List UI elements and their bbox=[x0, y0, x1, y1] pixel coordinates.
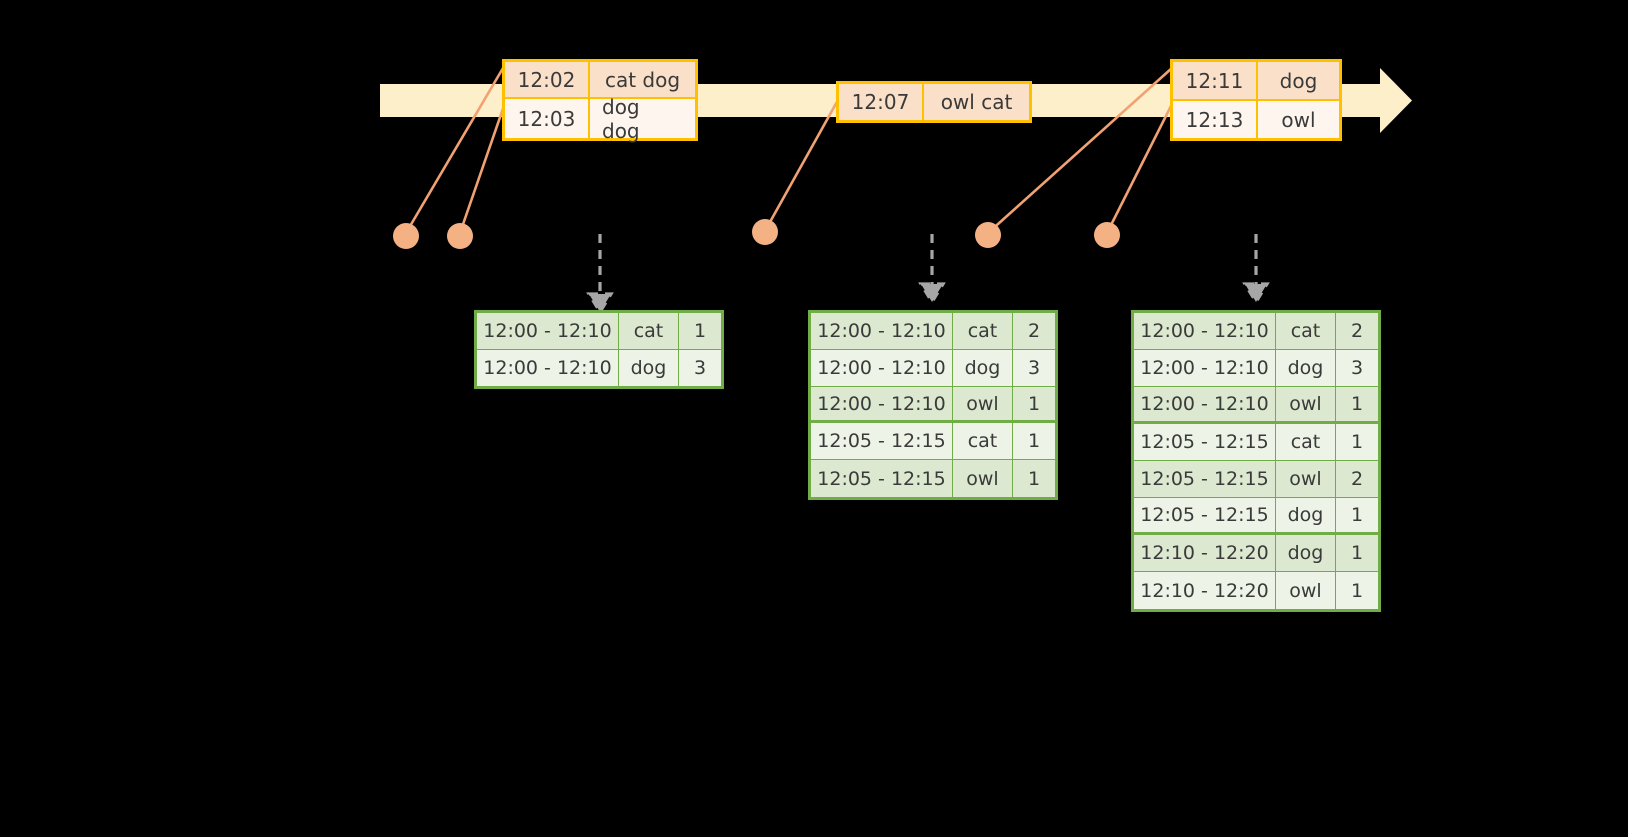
cell-count: 2 bbox=[1027, 319, 1041, 342]
result-arrows bbox=[586, 234, 1270, 316]
event-words: dog bbox=[1279, 68, 1318, 93]
dot-4 bbox=[975, 222, 1001, 248]
cell-window: 12:00 - 12:10 bbox=[811, 313, 953, 349]
event-box-1: 12:02 cat dog 12:03 dog dog bbox=[502, 59, 698, 143]
event-row: 12:02 cat dog bbox=[505, 62, 695, 97]
event-words: cat dog bbox=[604, 67, 681, 92]
cell-count: 3 bbox=[1350, 357, 1364, 379]
cell-word: cat bbox=[1276, 424, 1336, 461]
cell-window: 12:00 - 12:10 bbox=[1134, 313, 1276, 349]
event-words: dog dog bbox=[602, 94, 640, 143]
event-time: 12:02 bbox=[505, 62, 590, 97]
cell-word: cat bbox=[619, 313, 679, 349]
event-time: 12:11 bbox=[1173, 62, 1258, 99]
cell-word: owl bbox=[953, 460, 1013, 497]
event-box-2: 12:07 owl cat bbox=[836, 81, 1032, 123]
event-time: 12:13 bbox=[1173, 101, 1258, 138]
dot-2 bbox=[447, 223, 473, 249]
cell-window: 12:05 - 12:15 bbox=[1134, 424, 1276, 461]
event-dots bbox=[393, 219, 1120, 249]
cell-word: owl bbox=[1276, 461, 1336, 498]
cell-word: dog bbox=[953, 349, 1013, 386]
cell-count: 1 bbox=[1350, 579, 1364, 602]
cell-word: dog bbox=[1276, 498, 1336, 533]
cell-window: 12:10 - 12:20 bbox=[1134, 535, 1276, 572]
cell-count: 1 bbox=[1027, 467, 1041, 490]
cell-count: 3 bbox=[1027, 356, 1041, 379]
cell-count: 2 bbox=[1350, 320, 1364, 342]
cell-window: 12:05 - 12:15 bbox=[1134, 461, 1276, 498]
cell-window: 12:05 - 12:15 bbox=[811, 423, 953, 460]
event-time: 12:07 bbox=[839, 84, 924, 120]
event-row: 12:03 dog dog bbox=[505, 94, 695, 143]
event-row: 12:11 dog bbox=[1173, 62, 1339, 99]
cell-count: 1 bbox=[1350, 431, 1364, 454]
event-words: owl bbox=[1281, 107, 1316, 132]
cell-window: 12:00 - 12:10 bbox=[811, 349, 953, 386]
cell-word: cat bbox=[953, 423, 1013, 460]
cell-count: 1 bbox=[1350, 504, 1364, 527]
cell-count: 1 bbox=[693, 319, 707, 342]
cell-count: 2 bbox=[1350, 468, 1364, 491]
cell-word: cat bbox=[953, 313, 1013, 349]
cell-window: 12:00 - 12:10 bbox=[477, 349, 619, 386]
dot-1 bbox=[393, 223, 419, 249]
dot-5 bbox=[1094, 222, 1120, 248]
cell-word: dog bbox=[1276, 535, 1336, 572]
cell-window: 12:05 - 12:15 bbox=[811, 460, 953, 497]
cell-count: 1 bbox=[1350, 542, 1364, 565]
cell-window: 12:00 - 12:10 bbox=[811, 386, 953, 421]
cell-window: 12:00 - 12:10 bbox=[1134, 387, 1276, 422]
cell-window: 12:05 - 12:15 bbox=[1134, 498, 1276, 533]
cell-count: 3 bbox=[693, 356, 707, 379]
cell-count: 1 bbox=[1027, 430, 1041, 453]
cell-word: owl bbox=[1276, 387, 1336, 422]
event-row: 12:07 owl cat bbox=[839, 84, 1029, 120]
event-row: 12:13 owl bbox=[1173, 99, 1339, 138]
cell-word: owl bbox=[953, 386, 1013, 421]
cell-word: owl bbox=[1276, 572, 1336, 610]
event-words: owl cat bbox=[940, 90, 1013, 114]
cell-count: 1 bbox=[1027, 392, 1041, 415]
cell-window: 12:10 - 12:20 bbox=[1134, 572, 1276, 610]
event-box-3: 12:11 dog 12:13 owl bbox=[1170, 59, 1342, 141]
cell-window: 12:00 - 12:10 bbox=[1134, 350, 1276, 386]
cell-count: 1 bbox=[1350, 393, 1364, 415]
cell-word: dog bbox=[1276, 350, 1336, 386]
cell-word: dog bbox=[619, 349, 679, 386]
cell-word: cat bbox=[1276, 313, 1336, 349]
event-time: 12:03 bbox=[505, 99, 590, 138]
cell-window: 12:00 - 12:10 bbox=[477, 313, 619, 349]
dot-3 bbox=[752, 219, 778, 245]
